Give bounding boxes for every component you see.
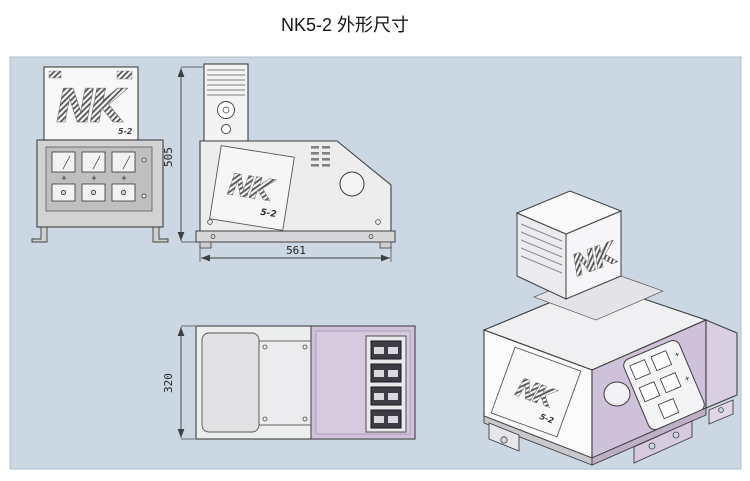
page-title: NK5-2 外形尺寸	[281, 15, 409, 35]
top-plate-screws	[262, 344, 308, 422]
front-feet	[31, 226, 169, 243]
side-body-port	[339, 171, 365, 197]
iso-panel-buttons	[629, 350, 690, 420]
side-view: 505 NK 5-2	[162, 63, 396, 262]
side-logo-model: 5-2	[259, 208, 277, 220]
iso-mounting-feet	[488, 399, 734, 464]
top-mid-plate	[258, 340, 312, 426]
iso-badge-plate	[490, 346, 582, 438]
iso-base-right	[591, 407, 707, 466]
connector-blocks	[370, 340, 402, 429]
side-base-plate	[195, 230, 396, 243]
iso-cover-vents	[520, 223, 563, 274]
side-cover-port-small	[221, 124, 231, 134]
iso-logo-badge: NK 5-2	[490, 346, 582, 438]
iso-cover-top-face	[515, 190, 623, 235]
top-view: 320	[162, 325, 416, 440]
side-cover-port-large	[217, 101, 235, 119]
side-vents	[311, 146, 330, 167]
top-mid-plate-outline	[258, 340, 312, 426]
cover-corner-hatch-right	[116, 70, 133, 80]
adjust-screws	[61, 157, 147, 199]
front-control-body	[36, 139, 164, 228]
front-top-cover: NK 5-2	[43, 66, 139, 141]
dim-width-label: 561	[286, 244, 306, 257]
iso-body-port	[603, 381, 631, 407]
dim-depth: 320	[162, 325, 195, 440]
top-cover-footprint	[201, 332, 260, 433]
dim-depth-label: 320	[162, 373, 175, 393]
front-foot-right	[152, 226, 169, 243]
side-foot-right	[379, 241, 392, 249]
side-logo-badge: NK 5-2	[209, 145, 295, 231]
cover-corner-hatch-left	[48, 70, 62, 79]
iso-top-cover: NK	[515, 190, 625, 300]
front-foot-left	[31, 226, 48, 243]
top-rear-section	[310, 325, 416, 440]
iso-body-end-cap	[705, 319, 738, 409]
dim-width: 561	[199, 244, 392, 262]
side-base	[195, 230, 396, 249]
iso-foot-right	[633, 420, 693, 464]
side-foot-left	[199, 241, 212, 249]
dim-height-label: 505	[162, 147, 175, 167]
front-logo-model: 5-2	[118, 127, 133, 136]
side-body: NK 5-2	[199, 140, 392, 232]
side-badge-plate	[209, 145, 295, 231]
side-cover-vents	[207, 69, 245, 96]
dim-height: 505	[162, 66, 203, 243]
switch-row	[51, 183, 136, 202]
front-logo-nk: NK	[56, 79, 128, 133]
iso-control-panel	[623, 339, 705, 431]
meter-gauges	[51, 151, 136, 173]
side-base-screws	[210, 234, 374, 239]
side-cover-port-inner	[222, 106, 230, 114]
front-view: NK 5-2	[31, 66, 169, 243]
iso-view: NK NK 5-2	[482, 190, 738, 466]
side-body-screws	[207, 219, 381, 225]
side-top-cover	[203, 63, 249, 142]
